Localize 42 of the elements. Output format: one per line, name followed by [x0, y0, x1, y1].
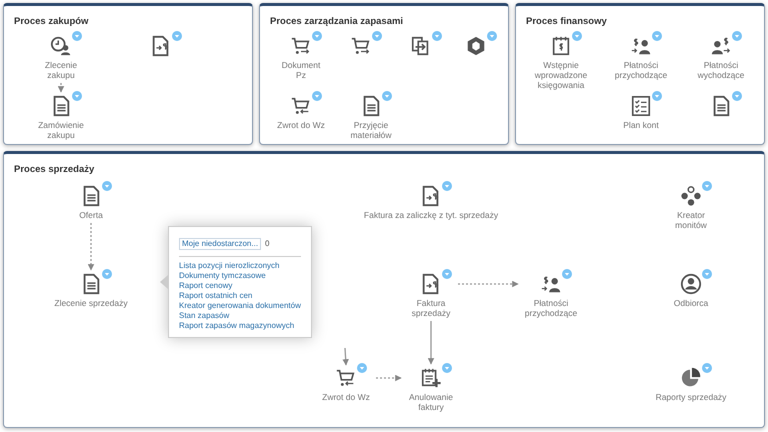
node-label: Anulowanie faktury [408, 392, 454, 412]
node-label: Zwrot do Wz [321, 392, 371, 402]
node-label: Faktura za zaliczkę z tyt. sprzedaży [362, 210, 500, 220]
node-label: Raporty sprzedaży [654, 392, 728, 402]
node-label: Zlecenie zakupu [44, 60, 78, 80]
menu-link: Lista pozycji nierozliczonych [179, 261, 280, 271]
card-title: Proces finansowy [526, 16, 607, 27]
arrow [342, 348, 349, 366]
node-label: Płatności przychodzące [524, 298, 578, 318]
node-label: Płatności wychodzące [696, 60, 746, 80]
node-label: Plan kont [622, 120, 660, 130]
node-label: Faktura sprzedaży [410, 298, 452, 318]
node-label: Przyjęcie materiałów [349, 120, 393, 140]
count-value: 0 [265, 239, 270, 248]
menu-link: Stan zapasów [179, 311, 230, 321]
node-label: Zamówienie zakupu [37, 120, 85, 140]
node-label: Płatności przychodzące [614, 60, 668, 80]
node-label: Odbiorca [672, 298, 710, 308]
node-label: Zwrot do Wz [276, 120, 326, 130]
arrow [58, 83, 64, 93]
node-label: Kreator monitów [674, 210, 708, 230]
menu-link: Moje niedostarczon... [179, 238, 262, 250]
menu-link: Kreator generowania dokumentów [179, 301, 301, 311]
process-card [259, 3, 509, 145]
node-label: Oferta [78, 210, 104, 220]
card-title: Proces zarządzania zapasami [270, 16, 404, 27]
node-label: Zlecenie sprzedaży [53, 298, 129, 308]
menu-link: Raport ostatnich cen [179, 291, 254, 301]
node-label: Wstępnie wprowadzone księgowania [534, 60, 588, 90]
card-title: Proces zakupów [14, 16, 88, 27]
arrow [88, 223, 94, 271]
menu-link: Raport zapasów magazynowych [179, 321, 296, 331]
process-card [515, 3, 765, 145]
process-card [3, 3, 253, 145]
card-title: Proces sprzedaży [14, 164, 94, 175]
arrow [458, 280, 519, 288]
arrow [376, 374, 402, 382]
arrow [428, 321, 434, 365]
node-label: Dokument Pz [280, 60, 322, 80]
menu-link: Dokumenty tymczasowe [179, 271, 267, 281]
process-card [3, 151, 765, 428]
menu-link: Raport cenowy [179, 281, 234, 291]
